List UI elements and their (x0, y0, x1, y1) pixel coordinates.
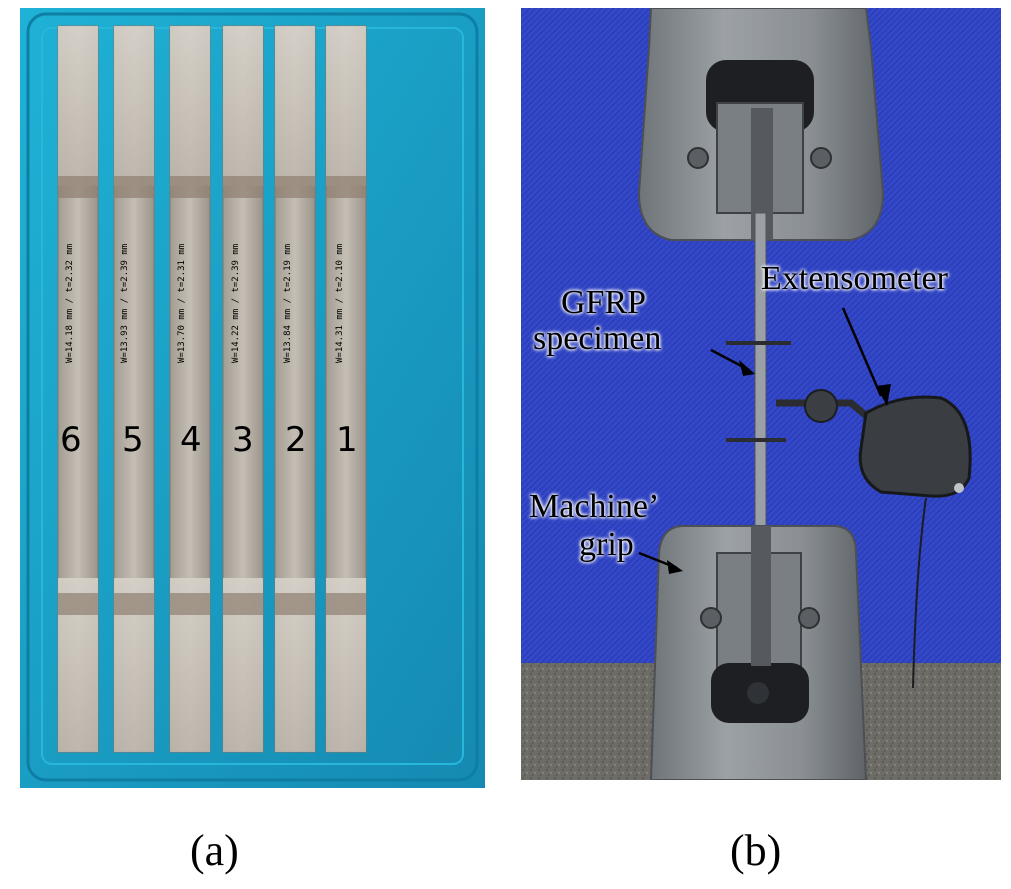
specimen-strip (57, 25, 99, 753)
specimen-2-number: 2 (285, 420, 307, 460)
specimen-strip (113, 25, 155, 753)
specimens-photo: 6 5 4 3 2 1 W=14.18 mm / t=2.32 mm W=13.… (20, 8, 485, 788)
specimen-4-note: W=13.70 mm / t=2.31 mm (177, 243, 187, 363)
specimen-strip (325, 25, 367, 753)
extensometer-label: Extensometer (761, 260, 948, 297)
specimen-3-number: 3 (232, 420, 254, 460)
grip-label-line1: Machine’ (529, 488, 660, 525)
specimen-3-note: W=14.22 mm / t=2.39 mm (231, 243, 241, 363)
test-setup-photo: Extensometer GFRP specimen Machine’ grip (521, 8, 1001, 780)
specimen-1-note: W=14.31 mm / t=2.10 mm (335, 243, 345, 363)
specimen-1-number: 1 (336, 420, 358, 460)
specimen-strip (274, 25, 316, 753)
gfrp-label-line1: GFRP (561, 284, 647, 321)
specimen-6-note: W=14.18 mm / t=2.32 mm (65, 243, 75, 363)
specimen-6-number: 6 (60, 420, 82, 460)
specimen-4-number: 4 (180, 420, 202, 460)
specimen-5-note: W=13.93 mm / t=2.39 mm (120, 243, 130, 363)
specimen-strip (169, 25, 211, 753)
gfrp-label-line2: specimen (533, 320, 662, 357)
grip-label-line2: grip (579, 526, 634, 563)
caption-a: (a) (190, 826, 239, 875)
caption-b: (b) (730, 826, 782, 875)
specimen-5-number: 5 (122, 420, 144, 460)
specimen-strip (222, 25, 264, 753)
specimen-2-note: W=13.84 mm / t=2.19 mm (283, 243, 293, 363)
